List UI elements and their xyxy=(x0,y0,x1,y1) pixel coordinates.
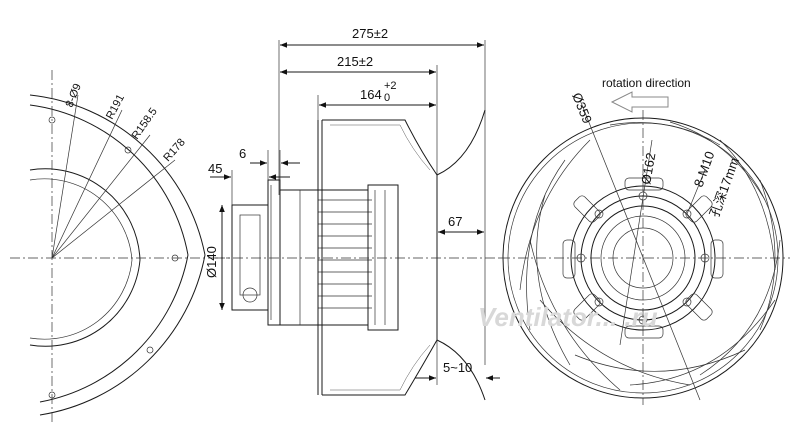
watermark: Ventilator... .ru xyxy=(478,302,658,332)
rotation-arrow-icon xyxy=(610,91,669,113)
length-164-label: 164 xyxy=(360,87,382,102)
radius-158-5-label: R158.5 xyxy=(130,106,160,142)
side-profile-view xyxy=(210,40,500,401)
gap-5-10-label: 5~10 xyxy=(443,360,472,375)
radius-191-label: R191 xyxy=(104,93,127,122)
bolt-circle-dia-label: Ø162 xyxy=(638,152,658,186)
gap-67-label: 67 xyxy=(448,214,462,229)
inlet-ring-view xyxy=(10,70,230,425)
length-215-label: 215±2 xyxy=(337,54,373,69)
impeller-front-view xyxy=(500,99,790,405)
threads-label: 8-M10 xyxy=(691,149,718,189)
length-164-tol-lower: 0 xyxy=(384,92,390,104)
flange-6-label: 6 xyxy=(239,146,246,161)
flange-45-label: 45 xyxy=(208,161,222,176)
hub-dia-label: Ø140 xyxy=(204,246,219,278)
rotation-direction-label: rotation direction xyxy=(602,76,691,90)
outer-dia-label: Ø359 xyxy=(569,91,595,126)
length-164-tol-upper: +2 xyxy=(384,80,397,92)
overall-length-label: 275±2 xyxy=(352,26,388,41)
holes-8-phi9-label: 8-Ø9 xyxy=(64,82,84,109)
radius-178-label: R178 xyxy=(161,136,188,164)
